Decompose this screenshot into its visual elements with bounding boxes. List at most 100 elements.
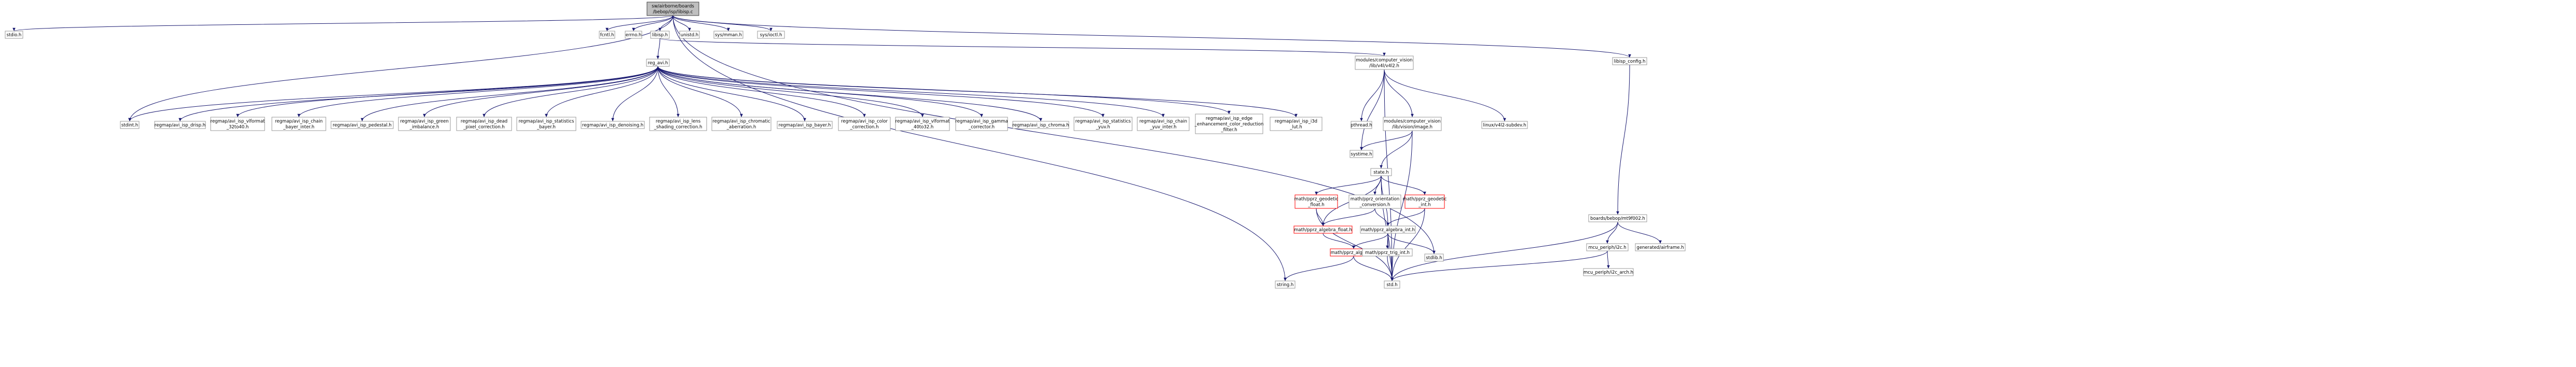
file-node-vlformat32[interactable]: regmap/avi_isp_vlformat_32to40.h [210,117,265,131]
node-box[interactable] [955,117,1008,131]
node-box[interactable] [581,121,645,129]
node-box[interactable] [1360,225,1416,234]
node-box[interactable] [330,121,394,129]
file-node-chainyuv[interactable]: regmap/avi_isp_chain_yuv_inter.h [1137,117,1190,131]
node-box[interactable] [1586,243,1629,251]
node-box[interactable] [210,117,265,131]
file-node-vlformat40[interactable]: regmap/avi_isp_vlformat_40to32.h [895,117,950,131]
file-node-orient[interactable]: math/pprz_orientation_conversion.h [1348,194,1401,209]
file-node-i3d[interactable]: regmap/avi_isp_i3d_lut.h [1270,117,1323,131]
file-node-libisp_h[interactable]: libisp.h [650,31,670,39]
node-box[interactable] [1370,168,1392,176]
file-node-algfloat[interactable]: math/pprz_algebra_float.h [1293,225,1353,234]
node-box[interactable] [711,117,772,131]
node-box[interactable] [1404,194,1445,209]
file-node-geodeticfloat[interactable]: math/pprz_geodetic_float.h [1294,194,1339,209]
node-box[interactable] [1349,150,1373,158]
node-box[interactable] [1351,121,1372,129]
file-node-i2carch[interactable]: mcu_periph/i2c_arch.h [1583,268,1634,276]
file-node-airframe[interactable]: generated/airframe.h [1635,243,1686,251]
file-node-algint[interactable]: math/pprz_algebra_int.h [1360,225,1416,234]
file-node-chainbayer[interactable]: regmap/avi_isp_chain_bayer_inter.h [271,117,326,131]
file-node-disp[interactable]: regmap/avi_isp_drisp.h [154,121,206,129]
node-box[interactable] [1635,243,1686,251]
node-box[interactable] [271,117,326,131]
node-box[interactable] [646,2,699,16]
file-node-statbayer[interactable]: regmap/avi_isp_statistics_bayer.h [516,117,576,131]
node-box[interactable] [1583,268,1634,276]
node-box[interactable] [757,31,785,39]
node-box[interactable] [1012,121,1069,129]
node-box[interactable] [649,117,707,131]
file-node-string[interactable]: string.h [1275,280,1296,289]
file-node-subdev[interactable]: linux/v4l2-subdev.h [1481,121,1528,129]
file-node-std[interactable]: std.h [1384,280,1400,289]
node-box[interactable] [713,31,743,39]
node-box[interactable] [1270,117,1323,131]
node-box[interactable] [599,31,615,39]
node-box[interactable] [154,121,206,129]
file-node-bayer[interactable]: regmap/avi_isp_bayer.h [777,121,833,129]
file-node-statyuv[interactable]: regmap/avi_isp_statistics_yuv.h [1073,117,1133,131]
node-box[interactable] [895,117,950,131]
node-box[interactable] [1293,225,1353,234]
node-box[interactable] [838,117,891,131]
file-node-unistd[interactable]: unistd.h [679,31,700,39]
node-box[interactable] [1424,253,1444,262]
file-node-v4l2[interactable]: modules/computer_vision/lib/v4l/v4l2.h [1355,55,1414,70]
file-node-mman[interactable]: sys/mman.h [713,31,743,39]
node-box[interactable] [5,31,23,39]
file-node-image[interactable]: modules/computer_vision/lib/vision/image… [1383,117,1442,131]
file-node-stdlib[interactable]: stdlib.h [1424,253,1444,262]
node-box[interactable] [679,31,700,39]
file-node-denoising[interactable]: regmap/avi_isp_denoising.h [581,121,645,129]
root-file-node[interactable]: sw/airborne/boards/bebop/isp/libisp.c [646,2,699,16]
node-box[interactable] [1275,280,1296,289]
node-box[interactable] [777,121,833,129]
file-node-chromatic[interactable]: regmap/avi_isp_chromatic_aberration.h [711,117,772,131]
node-box[interactable] [516,117,576,131]
node-box[interactable] [1348,194,1401,209]
node-box[interactable] [1294,194,1338,209]
file-node-ioctl[interactable]: sys/ioctl.h [757,31,785,39]
file-node-colorcorr[interactable]: regmap/avi_isp_color_correction.h [838,117,891,131]
file-node-chroma[interactable]: regmap/avi_isp_chroma.h [1012,121,1069,129]
node-box[interactable] [1195,114,1263,134]
file-node-pthread[interactable]: pthread.h [1351,121,1372,129]
file-node-board[interactable]: boards/bebop/mt9f002.h [1588,214,1647,222]
file-node-green[interactable]: regmap/avi_isp_green_imbalance.h [398,117,451,131]
node-box[interactable] [646,59,670,67]
edge-reg_avi-to-colorcorr [657,66,866,118]
node-box[interactable] [650,31,670,39]
file-node-fcntl[interactable]: fcntl.h [599,31,615,39]
file-node-geodeticint[interactable]: math/pprz_geodetic_int.h [1403,194,1447,209]
file-node-stdio[interactable]: stdio.h [5,31,23,39]
file-node-gamma[interactable]: regmap/avi_isp_gamma_corrector.h [955,117,1008,131]
node-box[interactable] [398,117,451,131]
node-box[interactable] [1137,117,1190,131]
node-box[interactable] [1355,55,1414,70]
file-node-edge[interactable]: regmap/avi_isp_edge_enhancement_color_re… [1194,114,1264,134]
node-box[interactable] [1384,280,1400,289]
file-node-state[interactable]: state.h [1370,168,1392,176]
node-box[interactable] [1383,117,1442,131]
file-node-mcui2c[interactable]: mcu_periph/i2c.h [1586,243,1629,251]
node-box[interactable] [456,117,512,131]
node-box[interactable] [1362,248,1413,257]
edge-algint-to-stdlib [1387,233,1436,255]
node-box[interactable] [120,121,140,129]
file-node-errno[interactable]: errno.h [625,31,642,39]
node-box[interactable] [1612,57,1647,65]
file-node-pedestal[interactable]: regmap/avi_isp_pedestal.h [330,121,394,129]
node-box[interactable] [1588,214,1647,222]
file-node-systime[interactable]: systime.h [1349,150,1373,158]
node-box[interactable] [1481,121,1528,129]
file-node-trigint[interactable]: math/pprz_trig_int.h [1362,248,1413,257]
file-node-stdint[interactable]: stdint.h [120,121,140,129]
file-node-dead[interactable]: regmap/avi_isp_dead_pixel_correction.h [456,117,512,131]
node-box[interactable] [625,31,642,39]
file-node-libisp_config[interactable]: libisp_config.h [1612,57,1647,65]
node-box[interactable] [1073,117,1133,131]
file-node-lens[interactable]: regmap/avi_isp_lens_shading_correction.h [649,117,707,131]
file-node-reg_avi[interactable]: reg_avi.h [646,59,670,67]
